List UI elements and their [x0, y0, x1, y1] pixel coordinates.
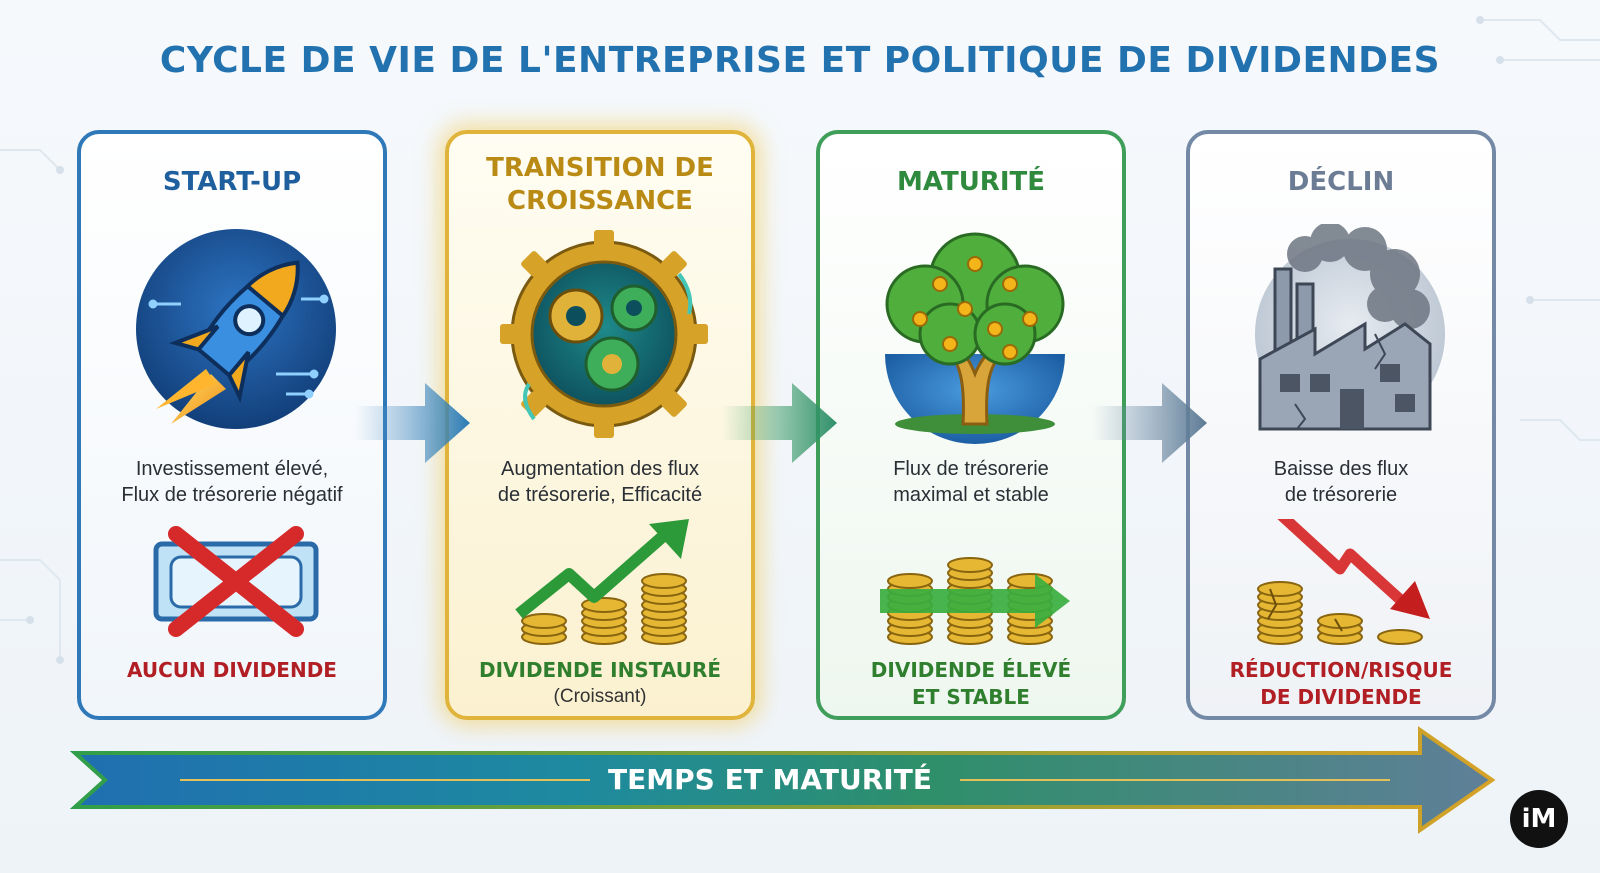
- falling-coins-icon: [1257, 519, 1430, 645]
- dividend-outcome: DIVIDENDE ÉLEVÉ ET STABLE: [825, 657, 1117, 711]
- rising-coins-icon: [515, 519, 689, 645]
- arrow-right-icon: [355, 383, 470, 463]
- stage-description: Baisse des flux de trésorerie: [1200, 456, 1482, 508]
- description-line: maximal et stable: [893, 484, 1049, 506]
- description-line: Augmentation des flux: [501, 458, 699, 480]
- dividend-outcome: DIVIDENDE INSTAURÉ: [478, 658, 722, 682]
- gears-icon: [500, 230, 708, 438]
- arrow-right-icon: [1092, 383, 1207, 463]
- description-line: de trésorerie, Efficacité: [497, 484, 703, 506]
- dividend-outcome-line: DIVIDENDE ÉLEVÉ: [870, 658, 1072, 682]
- description-line: de trésorerie: [1284, 484, 1398, 506]
- description-line: Baisse des flux: [1273, 458, 1409, 480]
- dividend-outcome-line: RÉDUCTION/RISQUE: [1229, 658, 1453, 682]
- stage-description: Investissement élevé, Flux de trésorerie…: [91, 456, 373, 508]
- arrow-right-icon: [722, 383, 837, 463]
- dividend-outcome-line: ET STABLE: [912, 685, 1030, 709]
- timeline-arrow: [69, 726, 1496, 834]
- dividend-outcome-note: (Croissant): [553, 686, 647, 707]
- timeline-label: TEMPS ET MATURITÉ: [608, 763, 932, 796]
- money-tree-icon: [885, 232, 1065, 444]
- dividend-outcome-line: DE DIVIDENDE: [1260, 685, 1422, 709]
- dividend-outcome: RÉDUCTION/RISQUE DE DIVIDENDE: [1195, 657, 1487, 711]
- description-line: Investissement élevé,: [135, 458, 329, 480]
- description-line: Flux de trésorerie négatif: [121, 484, 343, 506]
- stage-title-line: TRANSITION DE: [486, 153, 714, 183]
- factory-icon: [1255, 224, 1445, 431]
- stage-card-maturity: MATURITÉ Flux de trésorerie maximal et s…: [816, 130, 1126, 720]
- stage-card-growth: TRANSITION DE CROISSANCE: [445, 130, 755, 720]
- description-line: Flux de trésorerie: [893, 458, 1049, 480]
- stage-card-startup: START-UP Investissement élevé,: [77, 130, 387, 720]
- page-title: CYCLE DE VIE DE L'ENTREPRISE ET POLITIQU…: [159, 40, 1441, 81]
- brand-logo: iM: [1510, 790, 1568, 848]
- rocket-icon: [136, 229, 336, 429]
- stable-coins-icon: [880, 557, 1070, 645]
- stage-description: Flux de trésorerie maximal et stable: [830, 456, 1112, 508]
- stage-title: START-UP: [162, 167, 302, 197]
- stage-description: Augmentation des flux de trésorerie, Eff…: [459, 456, 741, 508]
- stage-title-line: CROISSANCE: [507, 186, 693, 216]
- stage-title: TRANSITION DE CROISSANCE: [449, 152, 751, 218]
- dividend-outcome: AUCUN DIVIDENDE: [127, 658, 337, 682]
- stage-title: MATURITÉ: [896, 167, 1045, 197]
- no-banknote-icon: [153, 526, 319, 637]
- stage-title: DÉCLIN: [1287, 167, 1395, 197]
- stage-card-decline: DÉCLIN Baisse des flux de trésorerie: [1186, 130, 1496, 720]
